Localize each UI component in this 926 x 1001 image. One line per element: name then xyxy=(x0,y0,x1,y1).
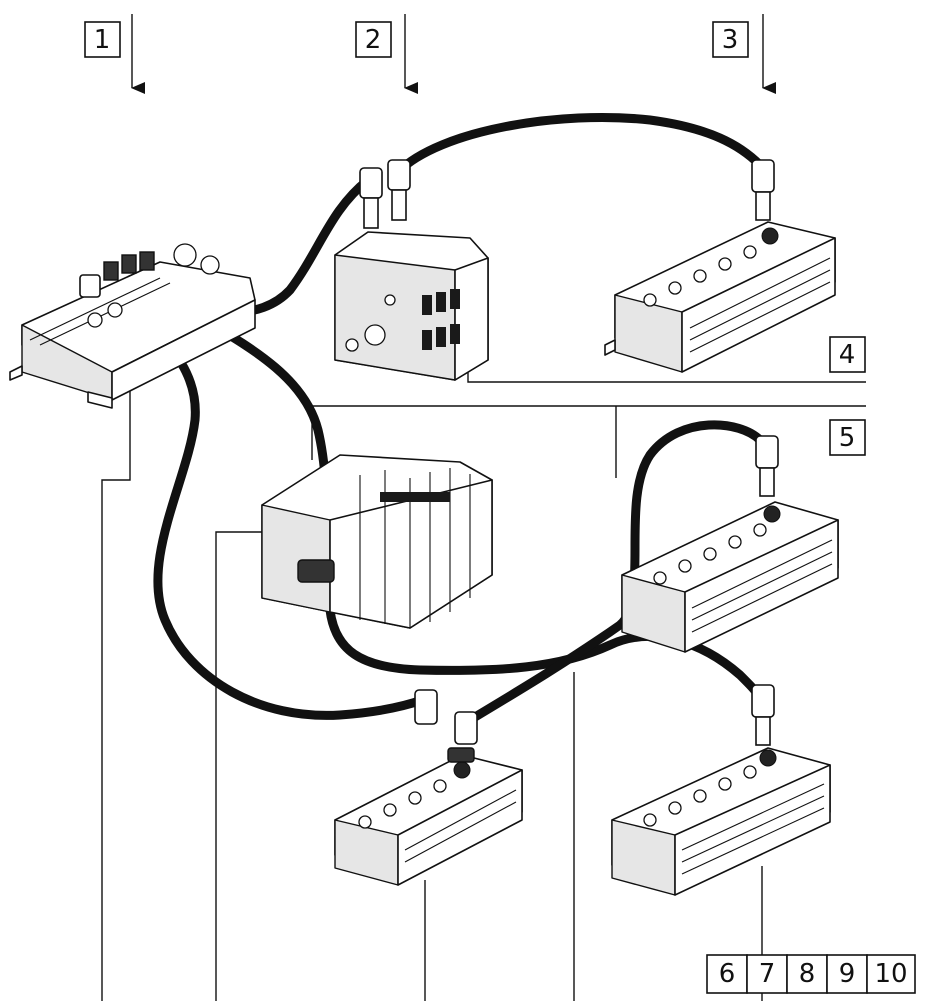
callout-2: 2 xyxy=(355,21,392,58)
leader-line-6 xyxy=(101,385,131,1001)
callout-4: 4 xyxy=(829,336,866,373)
cable-valve-small-to-io-top xyxy=(393,112,765,177)
callout-3-label: 3 xyxy=(722,25,739,55)
cable-bus-to-io-bottom-center xyxy=(113,285,427,720)
io-module-top-right xyxy=(604,159,836,373)
callout-4-label: 4 xyxy=(839,340,856,370)
cable-valve-large-to-io-bottom-right xyxy=(325,605,763,700)
valve-terminal-small xyxy=(334,159,489,381)
callout-9-label: 9 xyxy=(839,959,856,989)
callout-1: 1 xyxy=(84,21,121,58)
callout-10-label: 10 xyxy=(874,959,907,989)
callout-5-label: 5 xyxy=(839,423,856,453)
io-module-bottom-right xyxy=(611,684,831,896)
callout-8-label: 8 xyxy=(799,959,816,989)
cable-io-mid-to-io-bottom-center xyxy=(465,420,765,725)
io-module-middle-right xyxy=(621,435,839,653)
callout-2-label: 2 xyxy=(365,25,382,55)
callout-7-label: 7 xyxy=(759,959,776,989)
bus-node-module xyxy=(9,243,256,409)
callout-3: 3 xyxy=(712,21,749,58)
callout-5: 5 xyxy=(829,419,866,456)
callout-1-label: 1 xyxy=(94,25,111,55)
callout-6-label: 6 xyxy=(719,959,736,989)
leader-line-7 xyxy=(215,531,262,1001)
valve-terminal-large xyxy=(261,454,493,629)
arrows xyxy=(131,14,776,94)
io-module-bottom-center xyxy=(334,689,523,886)
callout-row-6-10: 6 7 8 9 10 xyxy=(706,954,916,994)
